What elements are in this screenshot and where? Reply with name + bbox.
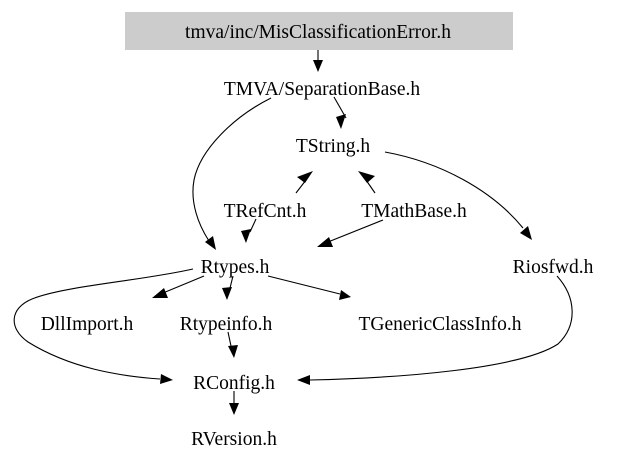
node-label-rtypes[interactable]: Rtypes.h [201, 257, 270, 278]
edge-separationbase-to-tstring [333, 96, 347, 129]
arrowhead-rconfig-to-rversion [229, 403, 239, 415]
edge-tstring-to-riosfwd [384, 151, 532, 240]
node-label-rconfig[interactable]: RConfig.h [193, 373, 275, 394]
node-label-separationbase[interactable]: TMVA/SeparationBase.h [224, 79, 420, 100]
arrowhead-rtypes-to-tgenericclassinfo [339, 290, 351, 300]
arrowhead-separationbase-to-rtypes [205, 236, 216, 250]
node-label-rtypeinfo[interactable]: Rtypeinfo.h [180, 314, 273, 335]
arrowhead-root-to-separationbase [313, 60, 323, 72]
arrowhead-rtypes-to-rtypeinfo [222, 287, 232, 300]
edge-tstring-to-trefcnt [295, 171, 313, 194]
edge-riosfwd-to-rconfig [297, 275, 573, 385]
arrowhead-rtypes-to-dllimport [152, 288, 168, 298]
node-label-tmathbase[interactable]: TMathBase.h [361, 201, 467, 222]
node-label-rversion[interactable]: RVersion.h [191, 429, 277, 450]
arrowhead-tstring-to-tmathbase [358, 171, 375, 183]
edge-tmathbase-to-rtypes [317, 219, 384, 247]
edge-rconfig-to-rversion [229, 391, 239, 415]
arrowhead-rtypeinfo-to-rconfig [228, 345, 238, 358]
arrowhead-tstring-to-riosfwd [520, 226, 532, 240]
edge-rtypeinfo-to-rconfig [227, 331, 238, 358]
arrowhead-trefcnt-to-rtypes [241, 229, 251, 243]
arrowhead-riosfwd-to-rconfig [297, 375, 310, 385]
arrowhead-rtypes-to-rconfig [160, 374, 173, 384]
edge-trefcnt-to-rtypes [241, 218, 257, 243]
edge-rtypes-to-rtypeinfo [222, 275, 234, 300]
node-label-dllimport[interactable]: DllImport.h [41, 314, 134, 335]
node-label-trefcnt[interactable]: TRefCnt.h [224, 201, 307, 222]
edge-rtypes-to-rconfig [13, 268, 194, 384]
node-label-tstring[interactable]: TString.h [296, 136, 370, 157]
node-box-root [125, 12, 513, 50]
node-label-tgenericclassinfo[interactable]: TGenericClassInfo.h [359, 314, 522, 335]
arrowhead-tmathbase-to-rtypes [317, 237, 333, 247]
edge-tstring-to-tmathbase [358, 171, 376, 194]
arrowhead-separationbase-to-tstring [336, 114, 346, 129]
edge-rtypes-to-tgenericclassinfo [267, 275, 351, 300]
edge-root-to-separationbase [313, 50, 323, 72]
arrowhead-tstring-to-trefcnt [297, 171, 313, 183]
edge-rtypes-to-dllimport [152, 275, 205, 298]
edge-separationbase-to-rtypes [192, 97, 272, 250]
node-label-root: tmva/inc/MisClassificationError.h [185, 22, 451, 43]
node-label-riosfwd[interactable]: Riosfwd.h [513, 257, 594, 278]
